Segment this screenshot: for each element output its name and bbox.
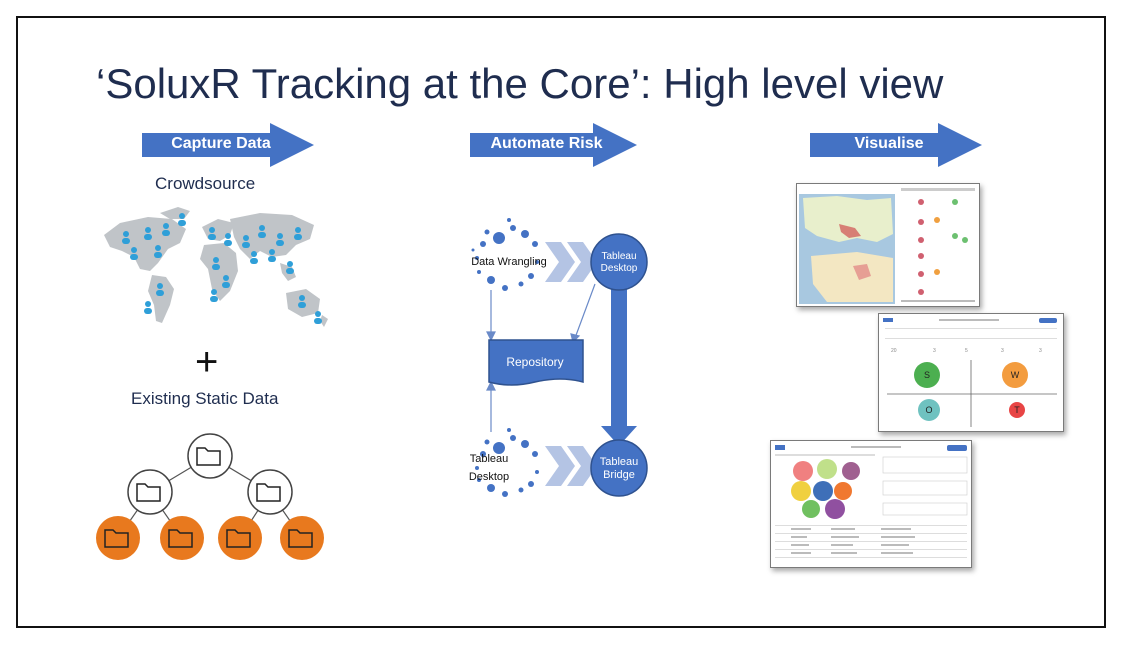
stage-label-automate: Automate Risk	[490, 135, 603, 152]
folder-leaf-icon	[218, 516, 262, 560]
folder-leaf-icon	[96, 516, 140, 560]
folder-left-icon	[127, 469, 173, 515]
data-wrangling-label: Data Wrangling	[471, 256, 547, 268]
plus-sign: +	[195, 340, 219, 384]
swot-opportunity-circle	[918, 399, 940, 421]
flow-down-arrow-icon	[601, 280, 637, 446]
crowdsource-label: Crowdsource	[155, 174, 256, 193]
dashboard-map-thumbnail	[796, 183, 980, 307]
map-dashboard-image	[797, 184, 979, 306]
stage-arrow-automate: Automate Risk	[470, 123, 637, 167]
stage-label-visualise: Visualise	[854, 135, 924, 152]
slide-title: ‘SoluxR Tracking at the Core’: High leve…	[96, 60, 944, 107]
stage-arrow-visualise: Visualise	[810, 123, 982, 167]
tableau-desktop-node	[590, 233, 648, 291]
tableau-desktop-top-line1: Tableau	[601, 251, 636, 262]
folder-right-icon	[247, 469, 293, 515]
chevron-right-icon	[545, 242, 597, 486]
swot-w-label: W	[1011, 370, 1020, 380]
folder-root-icon	[187, 433, 233, 479]
tableau-bridge-line2: Bridge	[603, 469, 635, 481]
dashboard-bubbles-thumbnail	[770, 440, 972, 568]
tableau-desktop-bottom-line1: Tableau	[470, 453, 509, 465]
repository-label: Repository	[506, 355, 563, 369]
tableau-desktop-top-line2: Desktop	[601, 263, 638, 274]
stage-label-capture: Capture Data	[171, 135, 271, 152]
arrow-shape-icon	[470, 123, 637, 167]
swot-o-label: O	[925, 405, 932, 415]
tableau-desktop-bottom-line2: Desktop	[469, 471, 509, 483]
arrow-shape-icon	[810, 123, 982, 167]
tableau-desktop-dots-icon	[475, 428, 539, 497]
swot-t-label: T	[1014, 405, 1020, 415]
world-map-icon	[104, 207, 328, 327]
svg-text:20: 20	[891, 348, 897, 354]
folder-leaf-icon	[280, 516, 324, 560]
tableau-bridge-node	[590, 439, 648, 497]
svg-text:3: 3	[933, 348, 936, 354]
swot-weakness-circle	[1002, 362, 1028, 388]
svg-text:3: 3	[1039, 348, 1042, 354]
folder-leaf-icon	[160, 516, 204, 560]
swot-strength-circle	[914, 362, 940, 388]
dashboard-swot-thumbnail: 20 3 5 3 3 S W O T	[878, 313, 1064, 432]
swot-s-label: S	[924, 370, 930, 380]
svg-text:5: 5	[965, 348, 968, 354]
stage-arrow-capture: Capture Data	[142, 123, 314, 167]
swot-dashboard-image: 20 3 5 3 3 S W O T	[879, 314, 1063, 431]
tableau-bridge-line1: Tableau	[600, 456, 639, 468]
static-data-label: Existing Static Data	[131, 389, 279, 408]
arrow-shape-icon	[142, 123, 314, 167]
automation-flow-diagram: Data Wrangling Tableau Desktop Repositor…	[469, 218, 648, 497]
bubble-dashboard-image	[771, 441, 971, 567]
swot-threat-circle	[1009, 402, 1025, 418]
svg-text:3: 3	[1001, 348, 1004, 354]
folder-tree-diagram	[96, 433, 324, 560]
repository-box	[488, 339, 584, 386]
data-wrangling-dots-icon	[471, 218, 539, 291]
